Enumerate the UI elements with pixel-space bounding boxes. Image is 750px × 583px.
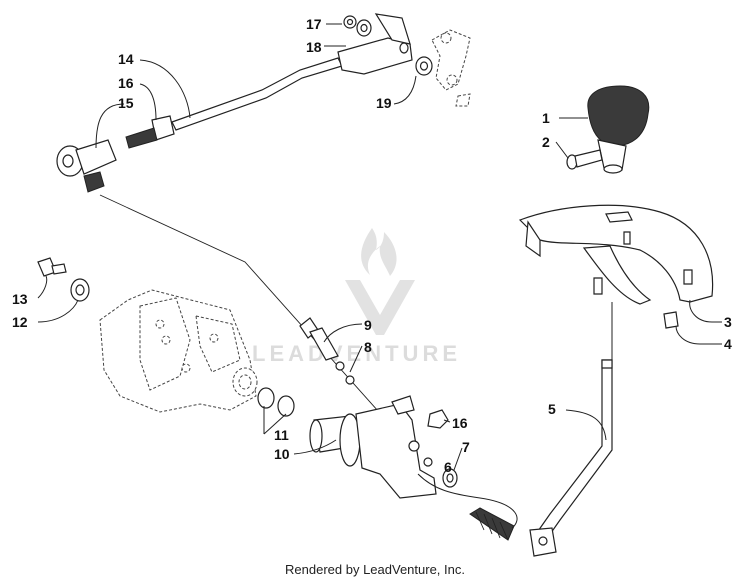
callout-15: 15 [118, 95, 134, 111]
shift-boot [518, 204, 714, 305]
e-clip [343, 15, 357, 29]
callout-16-upper: 16 [118, 75, 134, 91]
washer-12 [70, 278, 90, 302]
boot-grommet [663, 311, 679, 329]
callout-6: 6 [444, 459, 452, 475]
mounting-bracket [99, 289, 258, 413]
callout-8: 8 [364, 339, 372, 355]
callout-1: 1 [542, 110, 550, 126]
pivot-shaft [309, 395, 437, 499]
threaded-stud [125, 127, 158, 149]
callout-7: 7 [462, 439, 470, 455]
callout-12: 12 [12, 314, 28, 330]
callout-2: 2 [542, 134, 550, 150]
footer-credit: Rendered by LeadVenture, Inc. [285, 562, 465, 577]
linkage-line [99, 194, 396, 431]
shift-rod [171, 57, 343, 131]
rod-end [56, 139, 117, 193]
callout-17: 17 [306, 16, 322, 32]
bolt-13 [37, 257, 67, 277]
callout-14: 14 [118, 51, 134, 67]
callout-4: 4 [724, 336, 732, 352]
leader-lines [37, 23, 722, 529]
washer-19 [415, 56, 433, 76]
callout-9: 9 [364, 317, 372, 333]
callout-3: 3 [724, 314, 732, 330]
transmission-arm [431, 29, 471, 107]
callout-10: 10 [274, 446, 290, 462]
watermark-logo [345, 228, 415, 335]
callout-18: 18 [306, 39, 322, 55]
spring [469, 507, 515, 541]
callout-11: 11 [274, 427, 289, 443]
rod-connector [337, 13, 413, 75]
bolt-9 [299, 317, 339, 361]
callout-5: 5 [548, 401, 556, 417]
callout-19: 19 [376, 95, 392, 111]
shift-lever [529, 359, 613, 557]
o-rings [257, 387, 295, 417]
knob-screw [566, 149, 603, 170]
nut-8 [335, 361, 355, 385]
washer-7 [442, 468, 458, 488]
watermark-text: LEADVENTURE [252, 341, 461, 366]
callout-16-lower: 16 [452, 415, 468, 431]
nut-16-lower [427, 409, 449, 429]
callout-13: 13 [12, 291, 28, 307]
washer-18 [356, 19, 372, 37]
